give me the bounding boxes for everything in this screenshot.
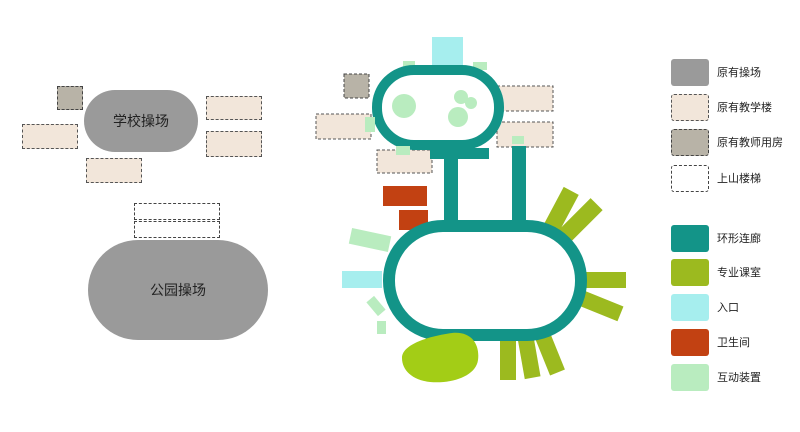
- interactive-device-block: [512, 136, 524, 144]
- lower-loop-corridor: [383, 220, 587, 341]
- teaching-building-block: [315, 113, 372, 140]
- legend-label-teaching-building: 原有教学楼: [717, 101, 772, 114]
- interactive-device-block: [377, 321, 386, 334]
- park-playground-label: 公园操场: [150, 283, 206, 299]
- connector-corridor: [444, 150, 458, 230]
- left-site-plan: 学校操场 公园操场: [0, 0, 300, 432]
- interactive-device-block: [473, 62, 487, 70]
- legend-label-entrance: 入口: [717, 301, 739, 314]
- interactive-device-block: [396, 146, 410, 155]
- legend-label-stairs: 上山楼梯: [717, 172, 761, 185]
- legend-label-corridor: 环形连廊: [717, 232, 761, 245]
- interactive-device-circle: [448, 107, 468, 127]
- legend-label-playground: 原有操场: [717, 66, 761, 79]
- legend-swatch-playground: [671, 59, 709, 86]
- teaching-building-block: [206, 131, 262, 157]
- classroom-block: [578, 290, 624, 322]
- legend-swatch-teacher-room: [671, 129, 709, 156]
- classroom-block: [535, 332, 565, 376]
- teacher-room-block: [57, 86, 83, 110]
- interactive-device-block: [365, 117, 375, 132]
- connector-corridor: [430, 148, 489, 159]
- interactive-device-block: [348, 228, 392, 252]
- legend-label-interactive-device: 互动装置: [717, 371, 761, 384]
- interactive-device-circle: [465, 97, 477, 109]
- school-playground: 学校操场: [84, 90, 198, 152]
- classroom-block: [517, 334, 541, 380]
- legend-label-teacher-room: 原有教师用房: [717, 136, 783, 149]
- interactive-device-blob: [402, 332, 479, 383]
- entrance-block: [432, 37, 463, 69]
- teaching-building-block: [496, 85, 554, 112]
- mountain-stairs-block: [134, 221, 220, 238]
- park-playground: 公园操场: [88, 240, 268, 340]
- classroom-block: [582, 272, 626, 288]
- school-playground-label: 学校操场: [113, 114, 169, 130]
- entrance-block: [342, 271, 382, 288]
- legend-swatch-classroom: [671, 259, 709, 286]
- classroom-block: [542, 186, 579, 236]
- connector-corridor: [512, 146, 526, 230]
- mountain-stairs-block: [134, 203, 220, 220]
- interactive-device-circle: [454, 90, 468, 104]
- legend-label-classroom: 专业课室: [717, 266, 761, 279]
- legend-label-toilet: 卫生间: [717, 336, 750, 349]
- teaching-building-block: [206, 96, 262, 120]
- teaching-building-block: [496, 121, 554, 148]
- legend-swatch-interactive-device: [671, 364, 709, 391]
- legend-swatch-entrance: [671, 294, 709, 321]
- teacher-room-block: [343, 73, 370, 99]
- interactive-device-circle: [392, 94, 416, 118]
- legend-swatch-toilet: [671, 329, 709, 356]
- classroom-block: [558, 198, 603, 243]
- toilet-block: [383, 186, 427, 206]
- interactive-device-block: [403, 61, 415, 69]
- legend-swatch-stairs: [671, 165, 709, 192]
- legend-swatch-corridor: [671, 225, 709, 252]
- upper-loop-corridor: [372, 65, 504, 150]
- teaching-building-block: [22, 124, 78, 149]
- teaching-building-block: [86, 158, 142, 183]
- interactive-device-block: [366, 295, 386, 317]
- classroom-block: [500, 338, 516, 380]
- legend-swatch-teaching-building: [671, 94, 709, 121]
